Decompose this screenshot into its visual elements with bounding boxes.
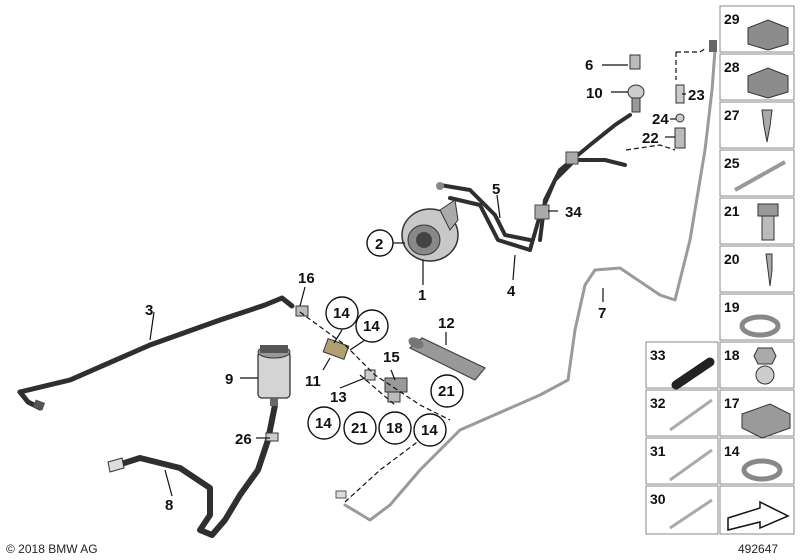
callout-34: 34 bbox=[565, 204, 582, 221]
grommet-icon bbox=[671, 357, 715, 390]
panel-cell-25 bbox=[719, 149, 795, 197]
callout-9: 9 bbox=[225, 371, 233, 388]
panel-cell-31 bbox=[645, 437, 719, 485]
panel-cell-21 bbox=[719, 197, 795, 245]
panel-label-17: 17 bbox=[724, 395, 740, 411]
callout-3: 3 bbox=[145, 302, 153, 319]
callout-8: 8 bbox=[165, 497, 173, 514]
callout-circle-21b bbox=[430, 374, 464, 408]
callout-circle-14a bbox=[325, 296, 359, 330]
panel-label-30: 30 bbox=[650, 491, 666, 507]
callout-21b: 21 bbox=[438, 383, 455, 400]
callout-6: 6 bbox=[585, 57, 593, 74]
panel-label-27: 27 bbox=[724, 107, 740, 123]
clip-nut-icon bbox=[747, 67, 789, 99]
callout-1: 1 bbox=[418, 287, 426, 304]
callout-11: 11 bbox=[305, 373, 321, 390]
callout-22: 22 bbox=[642, 130, 659, 147]
cable-tie-icon bbox=[734, 160, 786, 192]
callout-18: 18 bbox=[386, 420, 403, 437]
panel-label-19: 19 bbox=[724, 299, 740, 315]
callout-circle-2 bbox=[366, 229, 394, 257]
panel-label-25: 25 bbox=[724, 155, 740, 171]
callout-7: 7 bbox=[598, 305, 606, 322]
panel-cell-27 bbox=[719, 101, 795, 149]
arrow-icon bbox=[727, 500, 790, 531]
reservoir bbox=[257, 345, 291, 406]
panel-label-33: 33 bbox=[650, 347, 666, 363]
callout-circle-14c bbox=[307, 406, 341, 440]
callout-13: 13 bbox=[330, 389, 347, 406]
callout-circle-18 bbox=[378, 411, 412, 445]
washer-icon bbox=[739, 314, 781, 338]
rivet-icon bbox=[761, 109, 773, 143]
panel-label-21: 21 bbox=[724, 203, 740, 219]
rivet-icon bbox=[765, 253, 773, 287]
callout-14a: 14 bbox=[333, 305, 350, 322]
hose-5 bbox=[436, 182, 532, 252]
clip-nut-icon bbox=[747, 19, 789, 51]
callout-26: 26 bbox=[235, 431, 252, 448]
parts-panel: 29 28 27 25 21 20 19 18 17 14 33 32 31 3… bbox=[645, 5, 795, 535]
banjo-bolt-icon bbox=[753, 347, 777, 365]
callout-10: 10 bbox=[586, 85, 603, 102]
panel-cell-32 bbox=[645, 389, 719, 437]
panel-label-18: 18 bbox=[724, 347, 740, 363]
panel-label-32: 32 bbox=[650, 395, 666, 411]
callout-23: 23 bbox=[688, 87, 705, 104]
callout-circle-21 bbox=[343, 411, 377, 445]
callout-24: 24 bbox=[652, 111, 669, 128]
cable-tie-icon bbox=[669, 448, 713, 482]
callout-4: 4 bbox=[507, 283, 516, 300]
slave-cylinder bbox=[401, 199, 459, 262]
callout-15: 15 bbox=[383, 349, 400, 366]
banjo-eye-icon bbox=[755, 365, 775, 385]
washer-icon bbox=[741, 458, 783, 482]
callout-21: 21 bbox=[351, 420, 368, 437]
callout-5: 5 bbox=[492, 181, 500, 198]
callout-14d: 14 bbox=[421, 422, 438, 439]
pipe-3 bbox=[17, 295, 295, 411]
panel-cell-20 bbox=[719, 245, 795, 293]
panel-label-29: 29 bbox=[724, 11, 740, 27]
panel-label-20: 20 bbox=[724, 251, 740, 267]
foam-block-icon bbox=[741, 403, 791, 439]
bolt-head-icon bbox=[757, 203, 779, 217]
panel-label-28: 28 bbox=[724, 59, 740, 75]
bolt-shank-icon bbox=[761, 215, 775, 241]
panel-cell-30 bbox=[645, 485, 719, 535]
callout-12: 12 bbox=[438, 315, 455, 332]
cable-tie-icon bbox=[669, 398, 713, 432]
panel-label-31: 31 bbox=[650, 443, 666, 459]
panel-label-14: 14 bbox=[724, 443, 740, 459]
copyright-text: © 2018 BMW AG bbox=[6, 542, 98, 556]
callout-14c: 14 bbox=[315, 415, 332, 432]
top-fittings bbox=[627, 54, 686, 149]
cable-tie-icon bbox=[669, 498, 713, 530]
protective-tube bbox=[408, 337, 486, 381]
hose-8 bbox=[107, 402, 279, 538]
diagram-number: 492647 bbox=[738, 542, 778, 556]
callout-circle-14b bbox=[355, 309, 389, 343]
callout-14b: 14 bbox=[363, 318, 380, 335]
callout-2: 2 bbox=[375, 236, 383, 253]
pipe-7 bbox=[335, 40, 717, 522]
hose-34 bbox=[528, 113, 632, 252]
callout-16: 16 bbox=[298, 270, 315, 287]
callout-circle-14d bbox=[413, 413, 447, 447]
